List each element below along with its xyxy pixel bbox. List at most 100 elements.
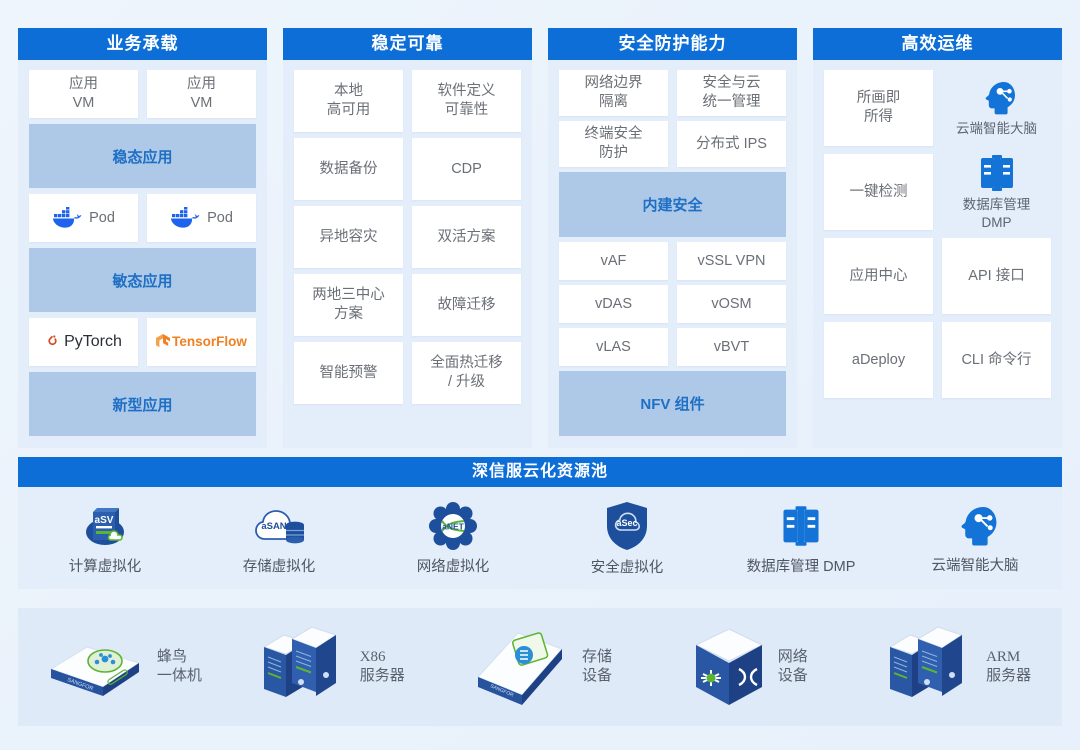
cell-label: 分布式 IPS	[696, 135, 767, 152]
cell-one-click-check[interactable]: 一键检测	[824, 154, 933, 230]
cell-cdp[interactable]: CDP	[412, 138, 521, 200]
hw-item-label: 存储设备	[581, 649, 612, 684]
cell-row: 两地三中心方案 故障迁移	[294, 274, 521, 336]
cell-label: TensorFlow	[172, 334, 247, 350]
cell-vssl-vpn[interactable]: vSSL VPN	[677, 242, 786, 280]
cell-label: 两地三中心方案	[312, 287, 385, 322]
cell-three-center[interactable]: 两地三中心方案	[294, 274, 403, 336]
cell-remote-dr[interactable]: 异地容灾	[294, 206, 403, 268]
cell-local-ha[interactable]: 本地高可用	[294, 70, 403, 132]
cell-sdr[interactable]: 软件定义可靠性	[412, 70, 521, 132]
cell-label: vSSL VPN	[697, 252, 766, 269]
cell-label: 应用中心	[849, 267, 908, 284]
cell-hot-migration[interactable]: 全面热迁移/ 升级	[412, 342, 521, 404]
cell-cli[interactable]: CLI 命令行	[942, 322, 1051, 398]
column-security: 安全防护能力 网络边界隔离 安全与云统一管理 终端安全防护 分布式 IPS 内建…	[548, 28, 797, 448]
cell-label: 智能预警	[319, 364, 378, 381]
cell-distributed-ips[interactable]: 分布式 IPS	[677, 121, 786, 167]
cell-label: vLAS	[596, 338, 631, 355]
cell-wysiwyg[interactable]: 所画即所得	[824, 70, 933, 146]
cell-endpoint-security[interactable]: 终端安全防护	[559, 121, 668, 167]
pool-item-security[interactable]: aSec 安全虚拟化	[540, 500, 714, 577]
network-icon	[690, 625, 768, 709]
hardware-panel: SANGFOR 蜂鸟一体机	[18, 608, 1062, 726]
cell-active-active[interactable]: 双活方案	[412, 206, 521, 268]
cell-label: 软件定义可靠性	[437, 83, 496, 118]
cell-pod-2[interactable]: Pod	[147, 194, 256, 242]
cell-adeploy[interactable]: aDeploy	[824, 322, 933, 398]
hw-item-label: 蜂鸟一体机	[156, 649, 202, 684]
column-body: 本地高可用 软件定义可靠性 数据备份 CDP 异地容灾 双活方案 两地三中心方案…	[283, 60, 532, 448]
cell-label: 异地容灾	[319, 228, 378, 245]
cell-network-isolation[interactable]: 网络边界隔离	[559, 70, 668, 116]
cell-vbvt[interactable]: vBVT	[677, 328, 786, 366]
cell-label: 网络边界隔离	[584, 75, 643, 110]
cell-vlas[interactable]: vLAS	[559, 328, 668, 366]
cell-label: CLI 命令行	[961, 351, 1032, 368]
pool-item-compute[interactable]: aSV 计算虚拟化	[18, 501, 192, 576]
pool-item-label: 数据库管理 DMP	[746, 558, 856, 575]
pool-item-label: 安全虚拟化	[590, 559, 664, 576]
cell-label: vAF	[600, 252, 627, 269]
band-new-app: 新型应用	[29, 372, 256, 436]
cell-row: 异地容灾 双活方案	[294, 206, 521, 268]
pool-item-storage[interactable]: aSAN 存储虚拟化	[192, 501, 366, 576]
cell-row: vAF vSSL VPN	[559, 242, 786, 280]
cell-smart-alert[interactable]: 智能预警	[294, 342, 403, 404]
database-icon	[976, 153, 1018, 193]
hw-item-appliance[interactable]: SANGFOR 蜂鸟一体机	[18, 629, 227, 705]
cell-label: vBVT	[713, 338, 750, 355]
cell-row: 本地高可用 软件定义可靠性	[294, 70, 521, 132]
cell-cloud-brain[interactable]: 云端智能大脑	[942, 70, 1051, 146]
cell-vaf[interactable]: vAF	[559, 242, 668, 280]
band-agile-app: 敏态应用	[29, 248, 256, 312]
database-icon	[778, 501, 824, 551]
pool-item-brain[interactable]: 云端智能大脑	[888, 502, 1062, 575]
asec-icon: aSec	[604, 500, 650, 552]
cell-label: 双活方案	[437, 228, 496, 245]
cell-pod-1[interactable]: Pod	[29, 194, 138, 242]
hw-item-storage[interactable]: SANGFOR 存储设备	[436, 625, 645, 709]
cell-tensorflow[interactable]: TensorFlow	[147, 318, 256, 366]
pool-item-dmp[interactable]: 数据库管理 DMP	[714, 501, 888, 576]
pool-item-network[interactable]: aNET 网络虚拟化	[366, 501, 540, 576]
cell-unified-mgmt[interactable]: 安全与云统一管理	[677, 70, 786, 116]
brain-icon	[976, 79, 1018, 117]
cell-backup[interactable]: 数据备份	[294, 138, 403, 200]
cell-label: 数据备份	[319, 160, 378, 177]
server-icon	[884, 625, 976, 709]
hw-item-label: 网络设备	[777, 649, 808, 684]
cell-row: 数据备份 CDP	[294, 138, 521, 200]
band-stable-app: 稳态应用	[29, 124, 256, 188]
cell-row: Pod	[29, 194, 256, 242]
pool-item-label: 计算虚拟化	[68, 558, 142, 575]
column-title: 安全防护能力	[548, 28, 797, 60]
icon-label: 云端智能大脑	[956, 120, 1037, 136]
cell-row: 一键检测	[824, 154, 1051, 230]
hw-item-network[interactable]: 网络设备	[644, 625, 853, 709]
svg-text:aSec: aSec	[616, 518, 637, 528]
cell-label: Pod	[89, 209, 115, 226]
cell-label: vDAS	[594, 295, 633, 312]
asv-icon: aSV	[77, 501, 133, 551]
storage-icon: SANGFOR	[468, 625, 572, 709]
server-icon	[258, 625, 350, 709]
cell-app-center[interactable]: 应用中心	[824, 238, 933, 314]
cell-vdas[interactable]: vDAS	[559, 285, 668, 323]
cell-label: API 接口	[968, 267, 1025, 284]
cell-api[interactable]: API 接口	[942, 238, 1051, 314]
cell-failover[interactable]: 故障迁移	[412, 274, 521, 336]
asan-icon: aSAN	[250, 501, 308, 551]
cell-vosm[interactable]: vOSM	[677, 285, 786, 323]
cell-label: Pod	[207, 209, 233, 226]
cell-pytorch[interactable]: PyTorch	[29, 318, 138, 366]
